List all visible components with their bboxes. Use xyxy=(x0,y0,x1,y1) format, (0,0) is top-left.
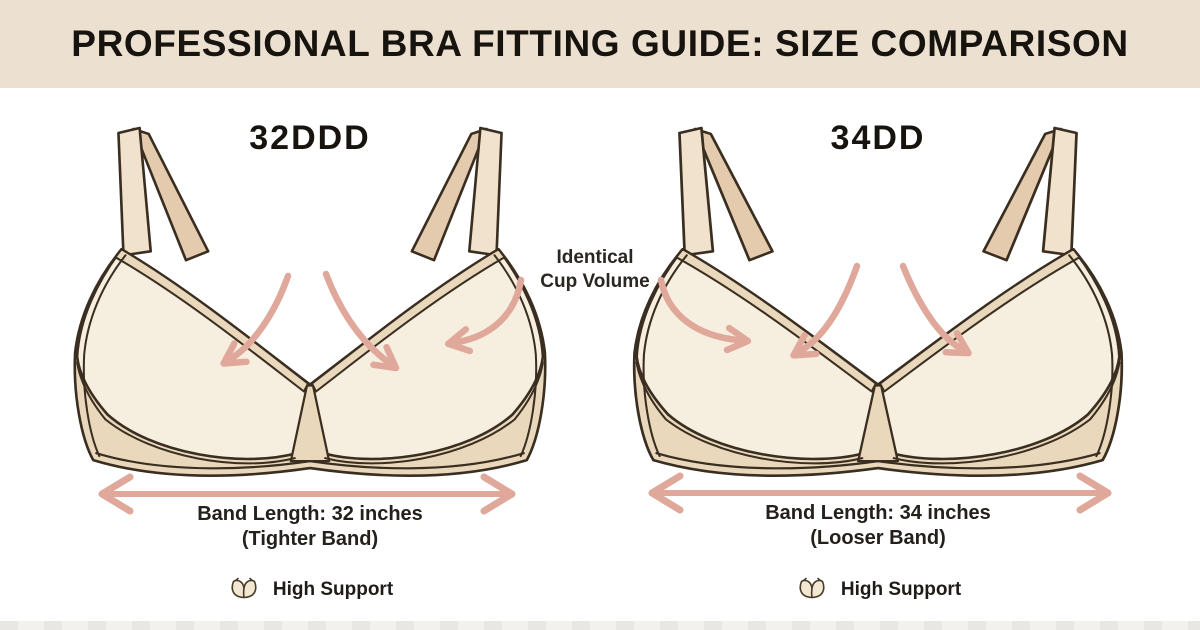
cup-volume-annotation: Identical Cup Volume xyxy=(520,246,670,294)
right-band-length-text: Band Length: 34 inches xyxy=(765,502,991,524)
left-support-row: High Support xyxy=(63,573,557,607)
bra-icon xyxy=(799,577,825,599)
right-support-row: High Support xyxy=(622,573,1134,607)
right-band-note-text: (Looser Band) xyxy=(810,527,946,549)
left-support-label: High Support xyxy=(272,579,394,600)
left-band-length-text: Band Length: 32 inches xyxy=(197,503,423,525)
right-support-label: High Support xyxy=(840,579,962,600)
right-bra-illustration xyxy=(632,126,1124,478)
right-size-label: 34DD xyxy=(830,119,926,157)
left-band-label: Band Length: 32 inches (Tighter Band) xyxy=(63,502,557,552)
bottom-crop-strip xyxy=(0,621,1200,630)
bra-icon xyxy=(231,577,257,599)
right-band-label: Band Length: 34 inches (Looser Band) xyxy=(622,501,1134,551)
cup-volume-annotation-line1: Identical xyxy=(556,247,634,268)
left-band-note-text: (Tighter Band) xyxy=(241,528,379,550)
left-size-label: 32DDD xyxy=(249,119,371,157)
header-banner: PROFESSIONAL BRA FITTING GUIDE: SIZE COM… xyxy=(0,0,1200,88)
page-title: PROFESSIONAL BRA FITTING GUIDE: SIZE COM… xyxy=(71,23,1129,64)
left-bra-illustration xyxy=(73,126,547,477)
cup-volume-annotation-line2: Cup Volume xyxy=(540,271,650,292)
